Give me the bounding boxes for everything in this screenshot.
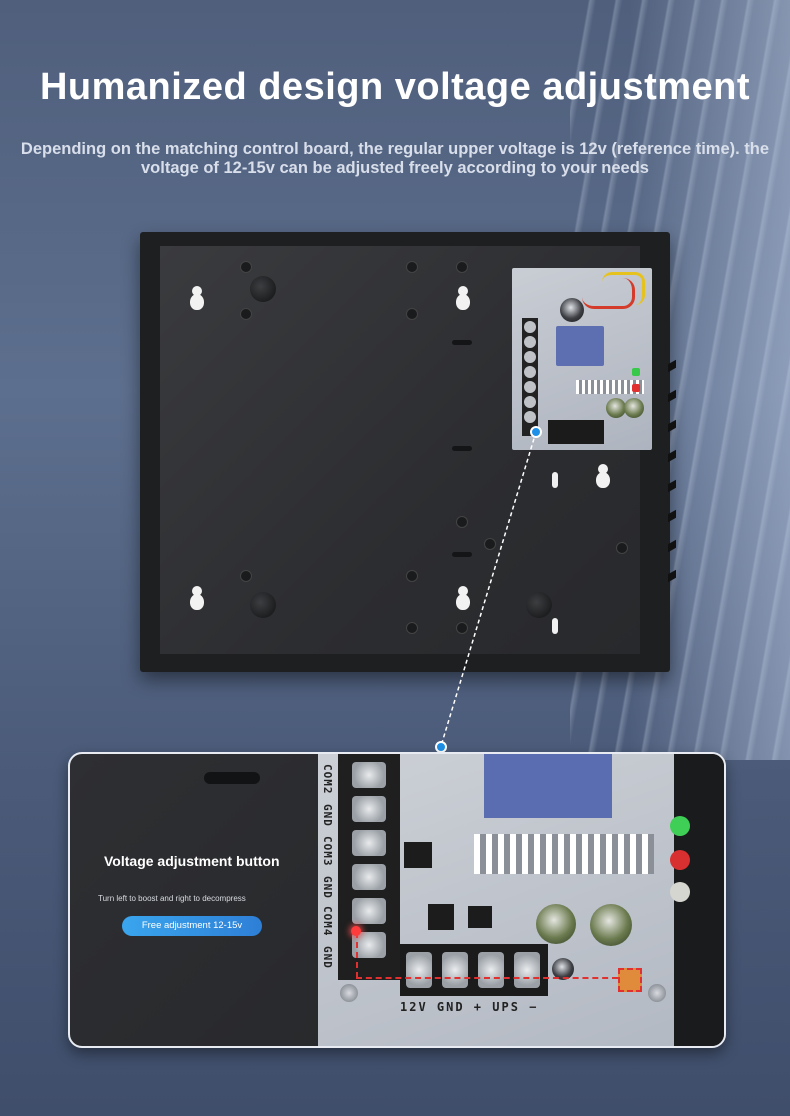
terminal-label-column: COM2 GND COM3 GND COM4 GND [318,764,336,974]
white-led [670,882,690,902]
stud [406,622,418,634]
stud [406,261,418,273]
transformer [556,326,604,366]
yellow-wire [602,272,645,305]
green-led [632,368,640,376]
terminal-label: GND [321,946,334,969]
page-subtitle: Depending on the matching control board,… [20,140,770,177]
red-led [632,384,640,392]
red-led [670,850,690,870]
capacitor [606,398,626,418]
capacitor [560,298,584,322]
stud [240,261,252,273]
cable-slot [452,340,472,345]
keyhole-mount-icon [596,464,610,490]
capacitor [536,904,576,944]
stud [616,542,628,554]
detail-control-board: COM2 GND COM3 GND COM4 GND 12V GND + UPS… [318,754,674,1046]
stud [406,570,418,582]
enclosure-back-plate [160,246,652,654]
green-led [670,816,690,836]
cable-slot [452,446,472,451]
stud [456,516,468,528]
com-terminal-block [338,754,400,980]
power-control-board [512,268,652,450]
callout-note: Turn left to boost and right to decompre… [98,894,246,903]
mounting-boss [250,592,276,618]
stud [456,622,468,634]
terminal-block [522,318,538,436]
stud [406,308,418,320]
heatsink [474,834,654,874]
screw [340,984,358,1002]
power-enclosure-image [140,232,676,672]
output-terminal-labels: 12V GND + UPS − [400,1000,539,1014]
regulator-chip [428,904,454,930]
stud [240,308,252,320]
page-title: Humanized design voltage adjustment [39,66,751,108]
stud [456,261,468,273]
regulator-chip [404,842,432,868]
callout-title: Voltage adjustment button [104,853,280,869]
output-terminals [548,420,604,444]
keyhole-mount-icon [456,286,470,312]
callout-line [356,977,618,979]
keyhole-mount-icon [456,586,470,612]
stud [240,570,252,582]
mounting-boss [526,592,552,618]
mounting-boss [250,276,276,302]
detail-zoom-panel: COM2 GND COM3 GND COM4 GND 12V GND + UPS… [68,752,726,1048]
vertical-slot [552,618,558,634]
callout-line [356,932,358,978]
vertical-slot [552,472,558,488]
capacitor [624,398,644,418]
keyhole-mount-icon [190,286,204,312]
cable-slot [452,552,472,557]
output-terminal-block [400,944,548,996]
regulator-chip [468,906,492,928]
heatsink [576,380,644,394]
cable-slot [204,772,260,784]
screw [648,984,666,1002]
capacitor [552,958,574,980]
indicator-dot-icon [530,426,542,438]
stud [484,538,496,550]
indicator-dot-icon [351,926,361,936]
voltage-potentiometer[interactable] [618,968,642,992]
red-wire [582,278,635,309]
transformer [484,754,612,818]
free-adjustment-button[interactable]: Free adjustment 12-15v [122,916,262,936]
keyhole-mount-icon [190,586,204,612]
capacitor [590,904,632,946]
